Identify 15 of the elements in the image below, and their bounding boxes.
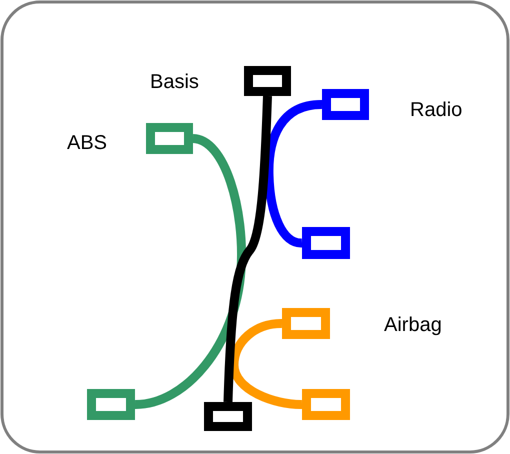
box-outline — [302, 389, 350, 420]
group-label: Basis — [150, 70, 199, 94]
group-label: Radio — [410, 98, 462, 122]
group-label: Airbag — [384, 313, 442, 337]
group-label: ABS — [67, 131, 108, 155]
box-outline — [146, 123, 193, 154]
box-outline — [244, 66, 291, 96]
box-outline — [204, 402, 252, 431]
box-outline — [87, 389, 135, 420]
box-outline — [322, 89, 369, 120]
connector-curve — [224, 96, 272, 402]
connector-curve — [134, 134, 246, 409]
box-outline — [302, 227, 350, 259]
connector-curve — [264, 100, 322, 248]
box-outline — [282, 308, 330, 339]
